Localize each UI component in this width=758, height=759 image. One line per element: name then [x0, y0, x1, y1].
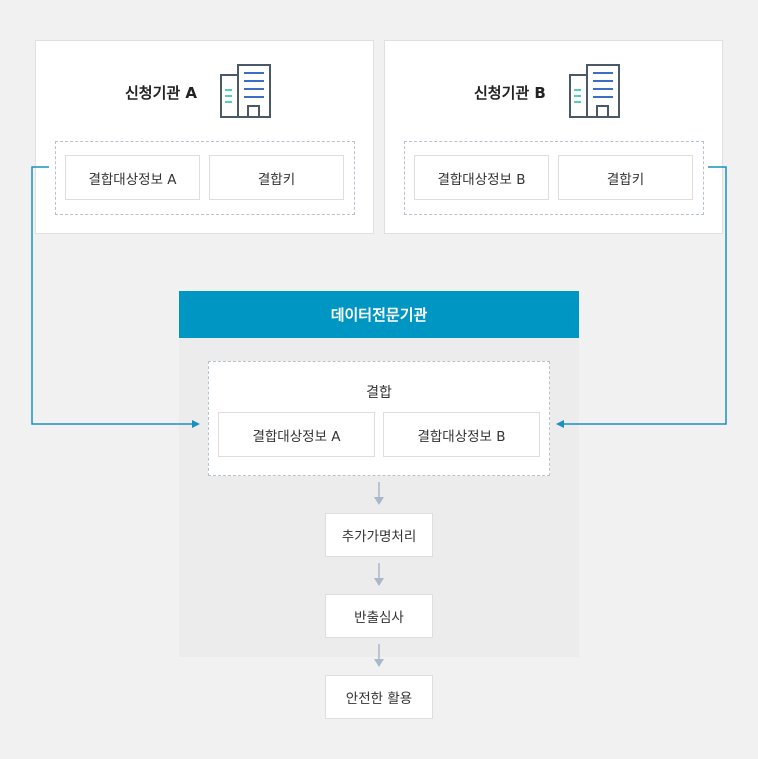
org-a-info-box: 결합대상정보 A	[65, 155, 200, 200]
org-b-title: 신청기관 B	[474, 84, 546, 102]
org-b-connector	[562, 166, 727, 425]
expert-title: 데이터전문기관	[179, 291, 579, 338]
safe-use-box: 안전한 활용	[325, 675, 433, 719]
org-b-card: 신청기관 B 결합대상정보 B 결합키	[384, 40, 723, 234]
org-a-connector	[31, 166, 194, 425]
combined-info-b-box: 결합대상정보 B	[383, 412, 540, 457]
arrow-right-icon	[192, 420, 200, 428]
combine-label: 결합	[366, 385, 392, 401]
org-b-key-box: 결합키	[558, 155, 693, 200]
org-a-card: 신청기관 A 결합대상정보 A 결합키	[35, 40, 374, 234]
arrow-left-icon	[556, 420, 564, 428]
building-icon	[569, 64, 620, 118]
org-a-key-box: 결합키	[209, 155, 344, 200]
arrow-down-icon	[374, 659, 384, 667]
building-icon	[220, 64, 271, 118]
pseudonymization-step-box: 추가가명처리	[325, 513, 433, 557]
combined-info-a-box: 결합대상정보 A	[218, 412, 375, 457]
arrow-down-icon	[374, 497, 384, 505]
org-a-title: 신청기관 A	[125, 84, 198, 102]
org-b-info-box: 결합대상정보 B	[414, 155, 549, 200]
export-review-step-box: 반출심사	[325, 594, 433, 638]
arrow-down-icon	[374, 578, 384, 586]
